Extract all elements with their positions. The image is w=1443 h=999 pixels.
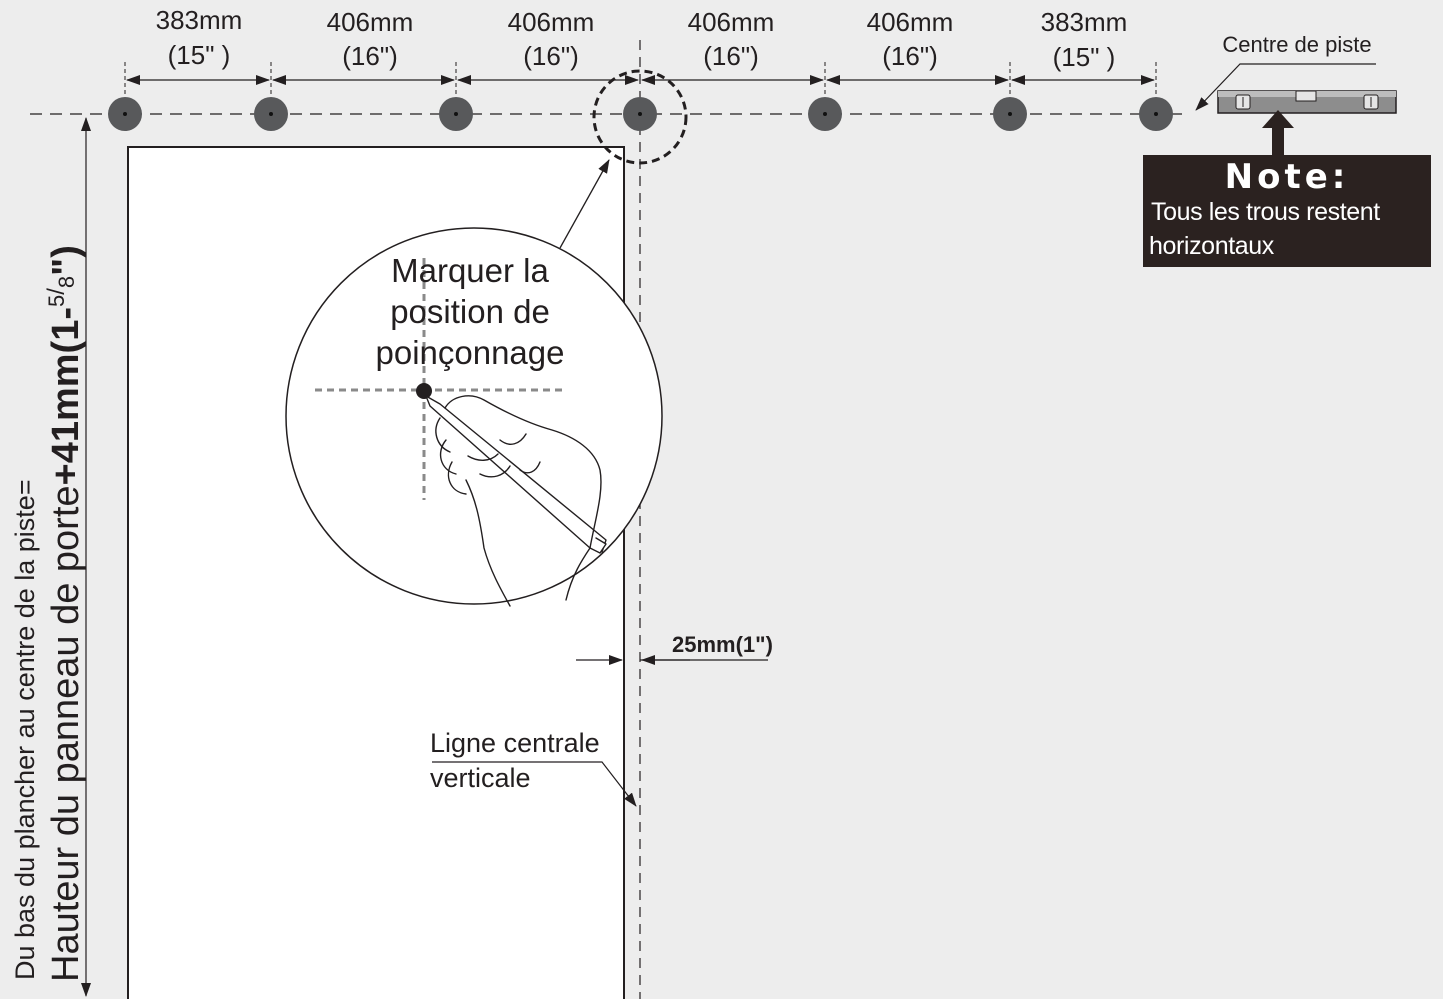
level-up-arrow <box>1262 110 1294 155</box>
note-box: Note: Tous les trous restent horizontaux <box>1143 155 1431 267</box>
spacing-5-inch: (16") <box>882 41 937 71</box>
spacing-6-mm: 383mm <box>1041 7 1128 37</box>
mark-text-line3: poinçonnage <box>375 334 564 371</box>
dimension-extension-lines <box>124 62 1157 96</box>
mounting-hole <box>808 97 842 131</box>
spacing-6-inch: (15" ) <box>1053 42 1116 72</box>
mounting-hole <box>254 97 288 131</box>
height-label-prefix: Hauteur du panneau de porte <box>45 485 87 982</box>
spacing-4-mm: 406mm <box>688 7 775 37</box>
height-label-bold: +41mm(1- <box>45 307 87 485</box>
height-label-line2: Hauteur du panneau de porte+41mm(1-5/8") <box>43 245 87 982</box>
height-fraction-den: 8 <box>54 276 79 288</box>
offset-label: 25mm(1") <box>672 632 773 657</box>
height-label-close: ") <box>45 245 87 276</box>
spacing-3-inch: (16") <box>523 41 578 71</box>
track-center-leader <box>1195 63 1376 111</box>
spacing-2-mm: 406mm <box>327 7 414 37</box>
note-body-line2: horizontaux <box>1149 232 1274 260</box>
mounting-hole <box>439 97 473 131</box>
height-label-line1: Du bas du plancher au centre de la piste… <box>10 479 40 980</box>
height-label-line1-group: Du bas du plancher au centre de la piste… <box>10 479 40 980</box>
punch-mark <box>416 383 432 399</box>
height-label-line2-group: Hauteur du panneau de porte+41mm(1-5/8") <box>43 245 87 982</box>
mark-text-line2: position de <box>390 293 550 330</box>
note-body-line1: Tous les trous restent <box>1151 198 1380 226</box>
center-hole-highlight <box>592 69 688 165</box>
magnifier-text: Marquer la position de poinçonnage <box>375 252 564 371</box>
note-body: Tous les trous restent horizontaux <box>1149 195 1429 263</box>
vertical-line-label-1: Ligne centrale <box>430 728 600 758</box>
punch-crosshair <box>315 258 562 500</box>
spacing-5-mm: 406mm <box>867 7 954 37</box>
mounting-hole <box>108 97 142 131</box>
spacing-4-inch: (16") <box>703 41 758 71</box>
magnifier-leader <box>559 159 610 249</box>
spacing-3-mm: 406mm <box>508 7 595 37</box>
spacing-1-inch: (15" ) <box>168 40 231 70</box>
mounting-hole <box>993 97 1027 131</box>
hand-pencil-icon <box>425 395 607 607</box>
vertical-line-label-2: verticale <box>430 763 531 793</box>
dimension-labels: 383mm (15" ) 406mm (16") 406mm (16") 406… <box>156 5 1128 72</box>
spacing-2-inch: (16") <box>342 41 397 71</box>
vertical-line-leader <box>432 761 637 807</box>
track-center-label: Centre de piste <box>1222 32 1371 57</box>
height-fraction-num: 5 <box>44 295 69 307</box>
note-title: Note: <box>1224 157 1350 197</box>
level-tool-icon <box>1217 90 1397 114</box>
mark-text-line1: Marquer la <box>391 252 549 289</box>
mounting-hole <box>623 97 657 131</box>
mounting-holes <box>108 97 1173 131</box>
spacing-1-mm: 383mm <box>156 5 243 35</box>
mounting-hole <box>1139 97 1173 131</box>
